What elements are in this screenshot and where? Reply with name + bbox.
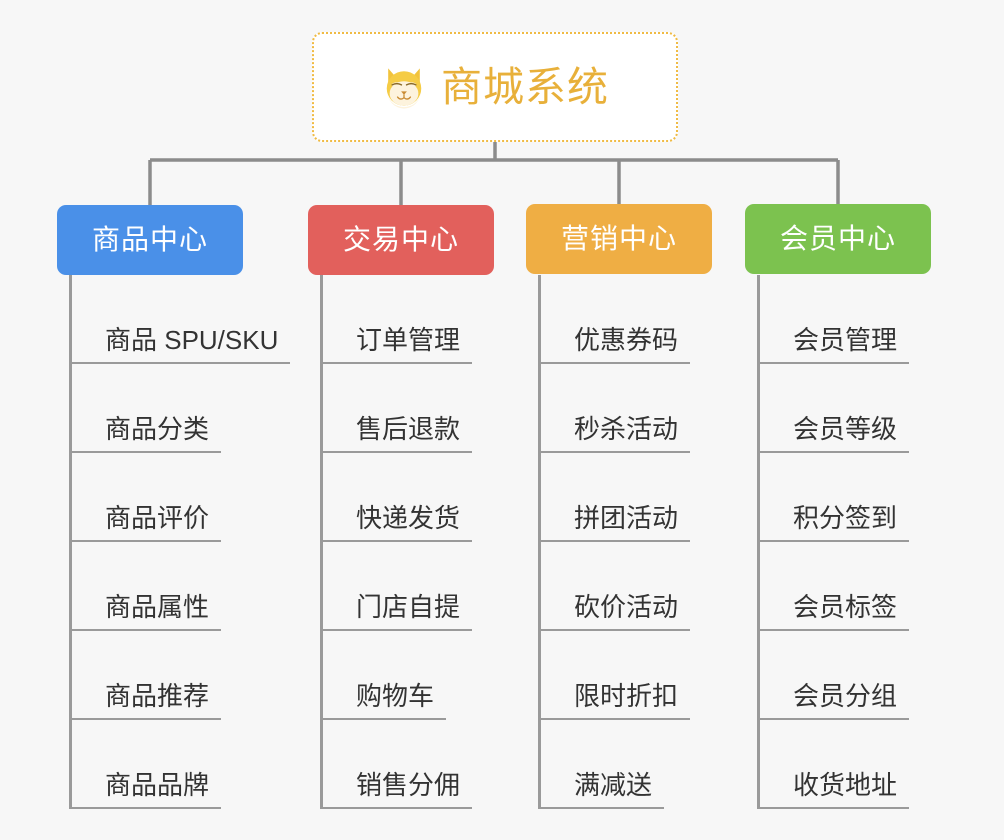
branch-header-label: 交易中心	[342, 224, 459, 255]
leaf-item-label: 商品属性	[105, 592, 210, 622]
leaf-item-label: 快递发货	[356, 503, 461, 533]
leaf-item-label: 满减送	[574, 770, 653, 800]
leaf-underline	[538, 807, 664, 809]
leaf-item-label: 砍价活动	[574, 592, 679, 622]
leaf-item-label: 商品 SPU/SKU	[105, 325, 279, 355]
leaf-underline	[69, 362, 290, 364]
leaf-item-label: 门店自提	[356, 592, 461, 622]
leaf-item-label: 会员分组	[793, 681, 898, 711]
leaf-underline	[320, 451, 472, 453]
root-title: 商城系统	[441, 63, 609, 110]
leaf-underline	[69, 629, 221, 631]
leaf-item-label: 积分签到	[793, 503, 898, 533]
branch-header-trade[interactable]: 交易中心	[308, 205, 494, 275]
leaf-item-label: 商品评价	[105, 503, 210, 533]
leaf-item-label: 购物车	[356, 681, 435, 711]
branch-header-member[interactable]: 会员中心	[745, 204, 931, 274]
leaf-item-label: 订单管理	[356, 325, 461, 355]
shiba-dog-face-icon	[386, 68, 422, 109]
leaf-underline	[320, 807, 472, 809]
leaf-underline	[320, 362, 472, 364]
leaf-underline	[69, 451, 221, 453]
leaf-underline	[320, 629, 472, 631]
leaf-item-label: 限时折扣	[574, 681, 679, 711]
leaf-item-label: 商品品牌	[105, 770, 210, 800]
leaf-underline	[69, 718, 221, 720]
leaf-underline	[538, 540, 690, 542]
leaf-underline	[320, 540, 472, 542]
leaf-item-label: 销售分佣	[356, 770, 461, 800]
leaf-underline	[69, 807, 221, 809]
leaf-underline	[538, 718, 690, 720]
leaf-item-label: 秒杀活动	[574, 414, 679, 444]
branch-header-label: 商品中心	[91, 224, 208, 255]
leaf-item-label: 会员标签	[793, 592, 898, 622]
branch-header-label: 会员中心	[779, 223, 896, 254]
branch-trunk-line	[757, 275, 760, 809]
leaf-underline	[538, 362, 690, 364]
leaf-item-label: 会员管理	[793, 325, 898, 355]
leaf-item-label: 收货地址	[793, 770, 898, 800]
root-node[interactable]: 商城系统	[312, 32, 678, 142]
branch-header-product[interactable]: 商品中心	[57, 205, 243, 275]
leaf-item-label: 优惠券码	[574, 325, 679, 355]
branch-trunk-line	[538, 275, 541, 809]
branch-trunk-line	[320, 275, 323, 809]
leaf-underline	[757, 807, 909, 809]
leaf-underline	[69, 540, 221, 542]
leaf-underline	[757, 451, 909, 453]
branch-trunk-line	[69, 275, 72, 809]
leaf-item-label: 拼团活动	[574, 503, 679, 533]
leaf-item-label: 商品分类	[105, 414, 210, 444]
leaf-underline	[757, 629, 909, 631]
leaf-underline	[757, 540, 909, 542]
leaf-item-label: 售后退款	[356, 414, 461, 444]
leaf-underline	[320, 718, 446, 720]
branch-header-label: 营销中心	[560, 223, 677, 254]
branch-header-marketing[interactable]: 营销中心	[526, 204, 712, 274]
leaf-underline	[757, 718, 909, 720]
leaf-item-label: 会员等级	[793, 414, 898, 444]
leaf-underline	[757, 362, 909, 364]
leaf-underline	[538, 629, 690, 631]
leaf-underline	[538, 451, 690, 453]
leaf-item-label: 商品推荐	[105, 681, 210, 711]
